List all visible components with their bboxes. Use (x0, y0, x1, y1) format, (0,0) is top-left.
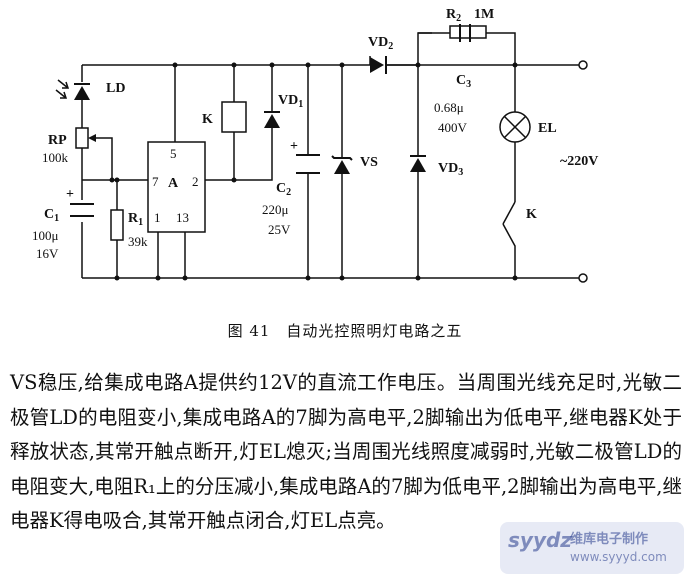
label-ld: LD (106, 81, 125, 96)
label-c2-value2: 25V (268, 222, 291, 237)
ic-a (147, 141, 206, 233)
label-vd3: VD3 (438, 161, 463, 178)
photodiode-ld (55, 79, 90, 100)
label-c3: C3 (456, 73, 471, 90)
label-c1-value2: 16V (36, 246, 59, 261)
capacitor-c1 (70, 203, 94, 217)
junction-dots (109, 62, 518, 281)
resistor-r1 (110, 209, 124, 241)
ac-terminal-top (578, 60, 588, 70)
label-vs: VS (360, 155, 378, 170)
label-c1: C1 (44, 207, 59, 224)
label-plus-c2: + (290, 139, 298, 154)
capacitor-c3 (418, 24, 471, 42)
label-c1-value1: 100μ (32, 228, 59, 243)
label-relay-k: K (202, 112, 213, 127)
label-plus-c1: + (66, 187, 74, 202)
body-paragraph: VS稳压,给集成电路A提供约12V的直流工作电压。当周围光线充足时,光敏二极管L… (10, 371, 682, 532)
label-pin2: 2 (192, 174, 199, 189)
label-voltage: ~220V (560, 154, 598, 169)
ac-terminal-bottom (578, 273, 588, 283)
watermark-title: 维库电子制作 (570, 532, 649, 547)
zener-vs (331, 155, 353, 174)
diode-vd2 (370, 56, 387, 74)
label-c3-value2: 400V (438, 120, 468, 135)
body-text: VS稳压,给集成电路A提供约12V的直流工作电压。当周围光线充足时,光敏二极管L… (10, 366, 682, 539)
figure-caption: 图 41 自动光控照明灯电路之五 (227, 322, 463, 340)
label-vd1: VD1 (278, 93, 303, 110)
relay-coil-k (221, 101, 247, 133)
label-pin7: 7 (152, 174, 159, 189)
watermark-url: www.syyyd.com (570, 550, 667, 564)
label-pin1: 1 (154, 210, 161, 225)
label-pin13: 13 (176, 210, 189, 225)
label-rp-value: 100k (42, 150, 69, 165)
label-switch-k: K (526, 207, 537, 222)
watermark-stamp: syydz 维库电子制作 www.syyyd.com (500, 522, 684, 574)
label-c2: C2 (276, 181, 291, 198)
circuit-schematic: LD RP 100k + C1 100μ 16V R1 39k 5 7 A 2 … (32, 7, 598, 283)
label-ic-a: A (168, 176, 179, 191)
label-r1-value: 39k (128, 234, 148, 249)
capacitor-c2 (296, 154, 320, 174)
switch-k (502, 201, 516, 225)
label-vd2: VD2 (368, 35, 393, 52)
circuit-wires (81, 32, 580, 279)
watermark-logo: syydz (508, 528, 572, 552)
label-c2-value1: 220μ (262, 202, 289, 217)
label-pin5: 5 (170, 146, 177, 161)
lamp-el (499, 111, 531, 143)
resistor-r2 (449, 25, 487, 39)
diode-vd3 (410, 155, 426, 172)
label-r1: R1 (128, 211, 143, 228)
label-rp: RP (48, 133, 67, 148)
potentiometer-rp (75, 127, 96, 149)
diode-vd1 (264, 111, 280, 128)
label-c3-value1: 0.68μ (434, 100, 464, 115)
label-r2-value: 1M (474, 7, 494, 22)
label-el: EL (538, 121, 557, 136)
label-r2: R2 (446, 7, 461, 24)
